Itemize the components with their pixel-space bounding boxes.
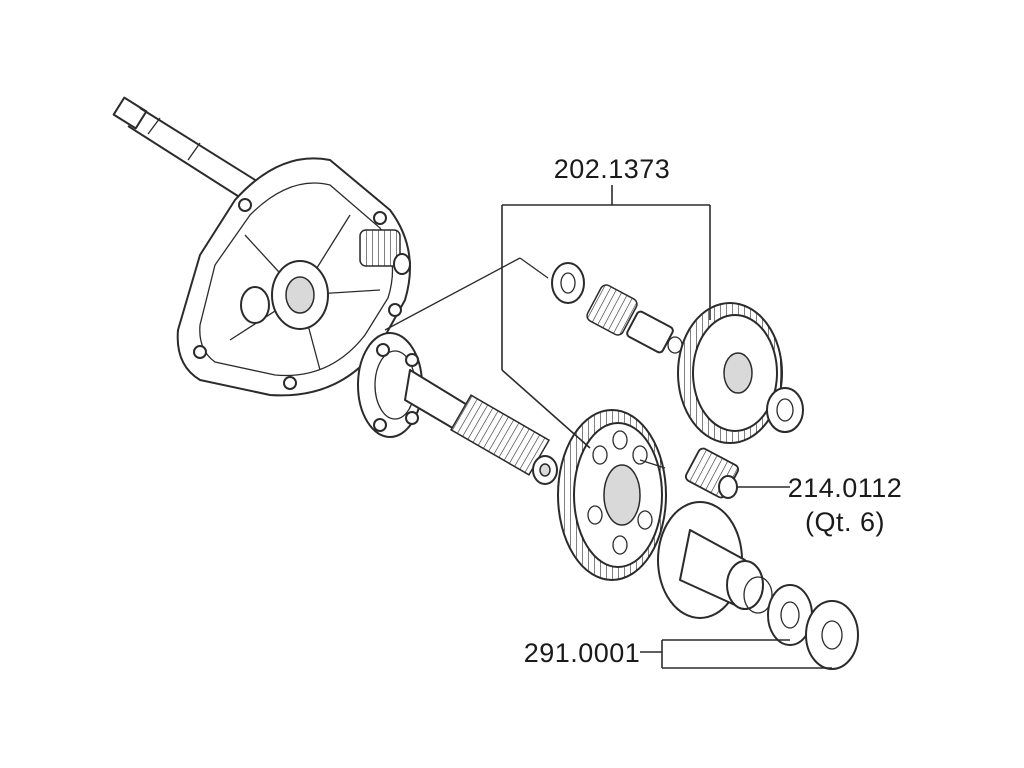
label-202-1373: 202.1373 xyxy=(554,154,671,184)
label-qty-6: (Qt. 6) xyxy=(805,507,885,537)
label-291-0001: 291.0001 xyxy=(524,638,641,668)
axis-line xyxy=(384,257,521,331)
leader-202-1373 xyxy=(501,185,711,449)
axis-line-2 xyxy=(519,257,549,279)
label-214-0112: 214.0112 xyxy=(788,473,903,503)
drive-hub-shaft xyxy=(357,332,558,485)
clutch-cup xyxy=(657,501,773,619)
washer-set-291-0001 xyxy=(767,584,859,670)
gearbox-housing xyxy=(176,157,411,397)
needle-bearing-214-0112 xyxy=(684,447,740,499)
gear-set-202-1373 xyxy=(551,262,804,444)
axis-line-3 xyxy=(639,459,666,469)
large-driven-gear xyxy=(557,409,667,581)
leader-291-0001 xyxy=(640,639,832,669)
